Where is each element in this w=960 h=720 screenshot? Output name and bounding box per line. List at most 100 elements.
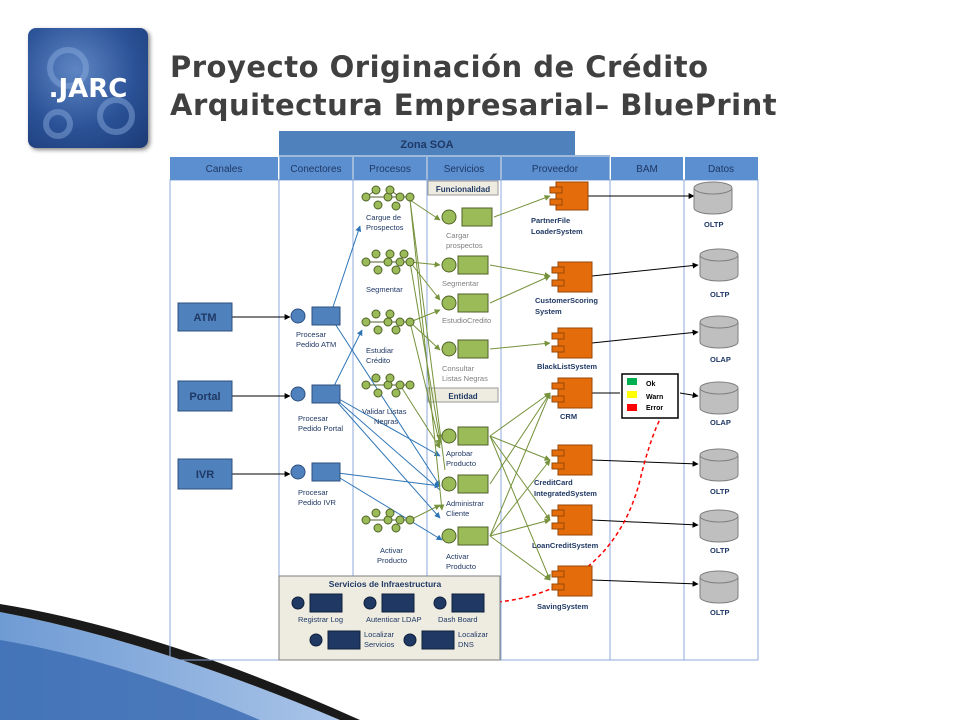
column-headers: Canales Conectores Procesos Servicios Pr…: [170, 157, 758, 180]
bam-warn-indicator: [627, 391, 637, 398]
column-header-datos: Datos: [708, 164, 734, 175]
bam-ok-indicator: [627, 378, 637, 385]
logo-text: .JARC: [48, 74, 128, 104]
db-icon-4: [699, 381, 739, 415]
process-cargue-icon: [361, 185, 415, 211]
service-aprobar-line1: Aprobar: [446, 449, 473, 458]
provider-partnerfile-line2: LoaderSystem: [531, 227, 583, 236]
service-segmentar-line1: Segmentar: [442, 279, 479, 288]
channel-ivr-box: [177, 458, 233, 490]
bam-error-indicator: [627, 404, 637, 411]
process-validar-icon: [361, 373, 415, 398]
column-header-conectores: Conectores: [290, 164, 341, 175]
provider-loancredit-icon: [551, 504, 593, 536]
slide-title-line1: Proyecto Originación de Crédito: [170, 50, 709, 84]
provider-creditcard-line2: IntegratedSystem: [534, 489, 597, 498]
db-icon-7: [699, 570, 739, 604]
servicios-func-header: Funcionalidad: [436, 185, 490, 194]
provider-creditcard-line1: CreditCard: [534, 478, 573, 487]
provider-customerscoring-line1: CustomerScoring: [535, 296, 598, 305]
db-label-1: OLTP: [704, 220, 723, 229]
process-activar-icon: [361, 508, 415, 533]
service-consultar-line2: Listas Negras: [442, 374, 488, 383]
servicios-ent-header: Entidad: [448, 392, 477, 401]
bam-error-label: Error: [646, 405, 663, 412]
connector-portal-line2: Pedido Portal: [298, 424, 343, 433]
procesos: [361, 185, 415, 533]
infra-registrar-log: Registrar Log: [298, 615, 343, 624]
zona-soa-label: Zona SOA: [400, 139, 453, 151]
process-estudiar-icon: [361, 309, 415, 335]
provider-customerscoring-line2: System: [535, 307, 562, 316]
infra-localizar-dns-line1: Localizar: [458, 630, 489, 639]
process-cargue-line2: Prospectos: [366, 223, 404, 232]
column-header-bam: BAM: [636, 164, 658, 175]
connector-ivr-line2: Pedido IVR: [298, 498, 337, 507]
service-cargar-line2: prospectos: [446, 241, 483, 250]
provider-saving-icon: [551, 565, 593, 597]
provider-loancredit-line1: LoanCreditSystem: [532, 541, 599, 550]
service-consultar-line1: Consultar: [442, 364, 475, 373]
provider-partnerfile-line1: PartnerFile: [531, 216, 570, 225]
connector-lines: [232, 193, 699, 604]
channel-portal: Portal: [189, 391, 220, 403]
bam-ok-label: Ok: [646, 381, 655, 388]
db-icon-5: [699, 448, 739, 482]
process-validar-line1: Validar Listas: [362, 407, 407, 416]
servicios-labels: Cargar prospectos Segmentar EstudioCredi…: [442, 231, 491, 571]
db-label-3: OLAP: [710, 355, 731, 364]
provider-blacklist-line1: BlackListSystem: [537, 362, 597, 371]
zona-soa-band: [279, 131, 575, 155]
service-administrar-line1: Administrar: [446, 499, 484, 508]
provider-crm-line1: CRM: [560, 412, 577, 421]
proveedores: [549, 181, 593, 597]
bam-status-panel: Ok Warn Error: [621, 373, 679, 419]
proveedores-labels: PartnerFile LoaderSystem CustomerScoring…: [531, 216, 599, 611]
provider-customerscoring-icon: [551, 261, 593, 293]
infra-panel: Servicios de Infraestructura Registrar L…: [278, 575, 501, 661]
db-icon-6: [699, 509, 739, 543]
db-label-7: OLTP: [710, 608, 729, 617]
datos-labels: OLTP OLTP OLAP OLAP OLTP OLTP OLTP: [704, 220, 731, 617]
jarc-logo: .JARC: [28, 28, 148, 148]
provider-saving-line1: SavingSystem: [537, 602, 589, 611]
servicios-nodes: [441, 207, 493, 546]
infra-title: Servicios de Infraestructura: [329, 579, 442, 589]
gear-icon: [43, 47, 135, 139]
infra-localizar-servicios-line2: Servicios: [364, 640, 395, 649]
db-label-6: OLTP: [710, 546, 729, 555]
process-segmentar-line1: Segmentar: [366, 285, 403, 294]
process-activar-line1: Activar: [380, 546, 403, 555]
canales: ATM Portal IVR: [177, 302, 233, 490]
infra-localizar-dns-line2: DNS: [458, 640, 474, 649]
db-icon-2: [699, 248, 739, 282]
channel-atm-box: [177, 302, 233, 332]
channel-ivr: IVR: [196, 469, 214, 481]
provider-partnerfile-icon: [549, 181, 589, 211]
process-estudiar-line1: Estudiar: [366, 346, 394, 355]
column-header-servicios: Servicios: [444, 164, 485, 175]
column-header-procesos: Procesos: [369, 164, 411, 175]
connector-atm-line1: Procesar: [296, 330, 327, 339]
service-cargar-line1: Cargar: [446, 231, 469, 240]
connector-portal-line1: Procesar: [298, 414, 329, 423]
provider-creditcard-icon: [551, 444, 593, 476]
db-icon-3: [699, 315, 739, 349]
conectores: Procesar Pedido ATM Procesar Pedido Port…: [290, 306, 343, 507]
channel-portal-box: [177, 380, 233, 412]
service-administrar-line2: Cliente: [446, 509, 469, 518]
db-label-5: OLTP: [710, 487, 729, 496]
process-estudiar-line2: Crédito: [366, 356, 390, 365]
service-activar-line2: Producto: [446, 562, 476, 571]
servicios-func-header-bg: [427, 180, 499, 196]
service-estudio-line1: EstudioCredito: [442, 316, 491, 325]
process-activar-line2: Producto: [377, 556, 407, 565]
column-header-canales: Canales: [206, 164, 243, 175]
infra-autenticar-ldap: Autenticar LDAP: [366, 615, 421, 624]
channel-atm: ATM: [193, 312, 216, 324]
bam-warn-label: Warn: [646, 394, 663, 401]
provider-crm-icon: [551, 377, 593, 409]
service-aprobar-line2: Producto: [446, 459, 476, 468]
